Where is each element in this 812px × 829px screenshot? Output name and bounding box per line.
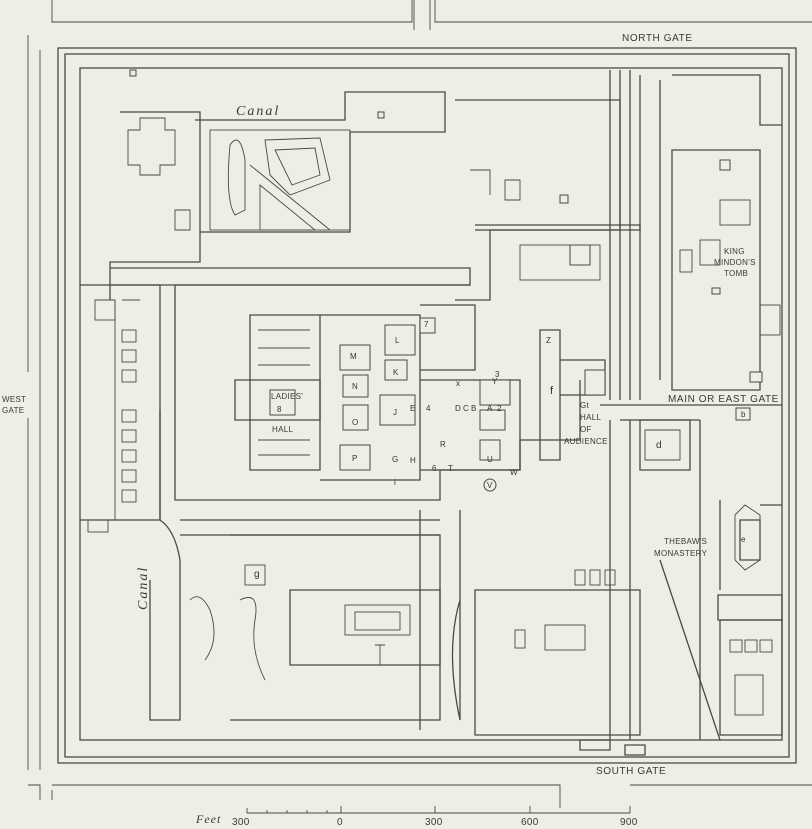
audience-hall-label-line4: AUDIENCE bbox=[564, 437, 608, 446]
monastery-label-line2: MONASTERY bbox=[654, 549, 708, 558]
north-courts bbox=[129, 69, 641, 301]
room-code: J bbox=[393, 408, 397, 417]
south-compound bbox=[230, 510, 641, 736]
room-code: 6 bbox=[432, 464, 437, 473]
audience-hall-label-line1: Gt bbox=[580, 401, 590, 410]
room-code: B bbox=[471, 404, 477, 413]
room-code: P bbox=[352, 454, 358, 463]
room-code: U bbox=[487, 455, 493, 464]
room-code: b bbox=[741, 410, 746, 419]
room-code: Y bbox=[492, 377, 498, 386]
room-code: V bbox=[487, 481, 493, 490]
room-code: 3 bbox=[495, 370, 500, 379]
east-gate-label: MAIN OR EAST GATE bbox=[668, 394, 779, 405]
room-code: D bbox=[455, 404, 461, 413]
room-code: C bbox=[463, 404, 469, 413]
monastery-label-line1: THEBAW'S bbox=[664, 537, 708, 546]
room-code: f bbox=[550, 385, 554, 397]
outer-wall bbox=[57, 47, 797, 764]
east-range bbox=[609, 70, 782, 400]
scale-unit-label: Feet bbox=[196, 812, 222, 826]
audience-hall-label-line2: HALL bbox=[580, 413, 602, 422]
tomb-label-line2: MINDON'S bbox=[714, 258, 756, 267]
scale-tick-label: 900 bbox=[620, 817, 638, 828]
room-code: 2 bbox=[497, 404, 502, 413]
central-palace bbox=[174, 284, 606, 501]
audience-hall-label-line3: OF bbox=[580, 425, 592, 434]
canal-label-north: Canal bbox=[236, 104, 281, 119]
south-gate-label: SOUTH GATE bbox=[596, 766, 667, 777]
scale-tick-label: 300 bbox=[232, 817, 250, 828]
room-code: A bbox=[487, 404, 493, 413]
room-code: K bbox=[393, 368, 399, 377]
scale-tick-label: 600 bbox=[521, 817, 539, 828]
room-code: N bbox=[352, 382, 358, 391]
room-code: W bbox=[510, 468, 518, 477]
east-gate-road bbox=[600, 404, 783, 741]
room-code: L bbox=[395, 336, 400, 345]
room-code: H bbox=[410, 456, 416, 465]
tomb-label-line3: TOMB bbox=[724, 269, 749, 278]
west-gate-label-line2: GATE bbox=[2, 406, 25, 415]
room-code: E bbox=[410, 404, 416, 413]
room-code: R bbox=[440, 440, 446, 449]
west-gate-label-line1: WEST bbox=[2, 395, 27, 404]
room-code: Z bbox=[546, 336, 551, 345]
room-code: 4 bbox=[426, 404, 431, 413]
room-code: e bbox=[741, 535, 746, 544]
room-code: G bbox=[392, 455, 399, 464]
north-canal-area bbox=[109, 91, 471, 300]
room-code: d bbox=[656, 440, 662, 451]
south-gate-structure bbox=[579, 739, 646, 756]
room-code: i bbox=[394, 478, 396, 487]
room-code: g bbox=[254, 569, 260, 580]
west-range bbox=[80, 284, 161, 533]
scale-tick-label: 300 bbox=[425, 817, 443, 828]
room-code: O bbox=[352, 418, 359, 427]
room-code: x bbox=[456, 379, 460, 388]
scale-bar bbox=[246, 806, 631, 814]
ladies-hall-label-line1: LADIES' bbox=[271, 392, 304, 401]
tomb-label-line1: KING bbox=[724, 247, 745, 256]
room-code: 8 bbox=[277, 405, 282, 414]
room-code: 7 bbox=[424, 320, 429, 329]
north-gate-label: NORTH GATE bbox=[622, 33, 693, 44]
scale-tick-label: 0 bbox=[337, 817, 343, 828]
outer-roads bbox=[27, 0, 812, 808]
ladies-hall-label-line2: HALL bbox=[272, 425, 294, 434]
room-code: T bbox=[448, 464, 453, 473]
room-code: M bbox=[350, 352, 357, 361]
canal-label-west: Canal bbox=[136, 565, 151, 610]
